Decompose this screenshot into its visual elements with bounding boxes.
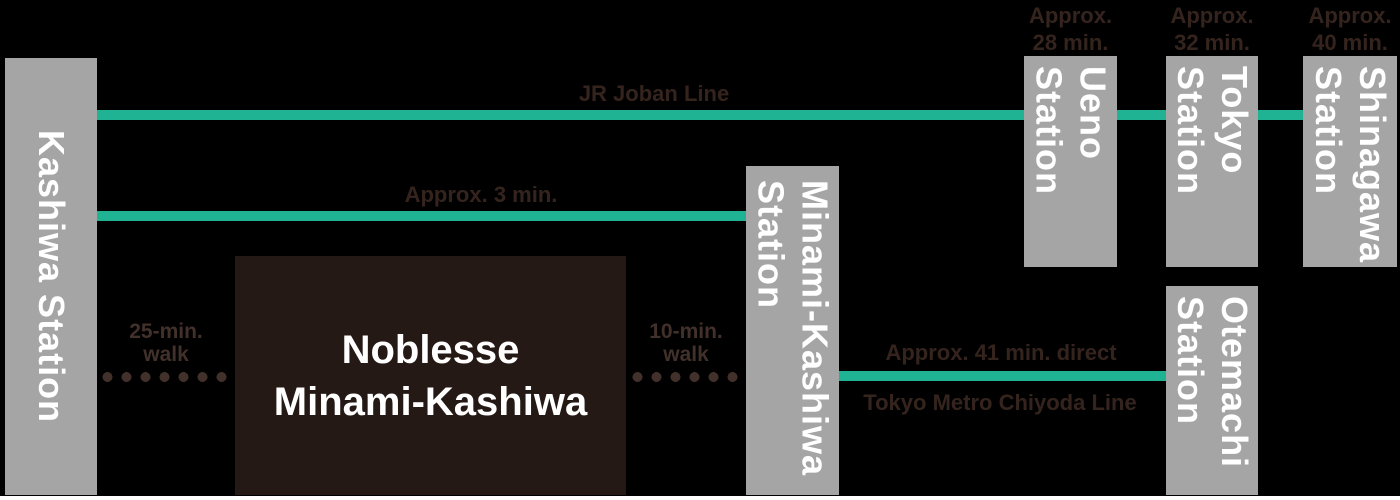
- travel-time-tokyo-line2: 32 min.: [1174, 30, 1250, 55]
- walk-time-25-min-line1: 25-min.: [129, 320, 203, 343]
- station-tokyo-suffix: Station: [1170, 66, 1211, 195]
- travel-time-shinagawa: Approx. 40 min.: [1297, 2, 1400, 56]
- station-shinagawa-label: Shinagawa Station: [1306, 66, 1394, 263]
- approx-41-min-direct-label: Approx. 41 min. direct: [885, 340, 1117, 365]
- station-kashiwa: Kashiwa Station: [5, 58, 97, 495]
- travel-time-ueno-line2: 28 min.: [1032, 30, 1109, 55]
- kashiwa-minami-kashiwa-track: [97, 211, 746, 221]
- station-tokyo-name: Tokyo: [1214, 66, 1255, 175]
- jr-joban-line-label: JR Joban Line: [578, 81, 730, 106]
- station-minami-kashiwa-suffix: Station: [750, 180, 792, 309]
- building-name-line2: Minami-Kashiwa: [273, 379, 588, 424]
- walk-path-minami-kashiwa-dotted-line: [628, 372, 746, 382]
- station-otemachi-suffix: Station: [1170, 296, 1211, 425]
- station-otemachi-name: Otemachi: [1214, 296, 1255, 469]
- station-ueno: Ueno Station: [1024, 56, 1117, 267]
- travel-time-tokyo-line1: Approx.: [1170, 3, 1254, 28]
- station-ueno-label: Ueno Station: [1027, 66, 1115, 195]
- station-ueno-name: Ueno: [1072, 66, 1114, 160]
- chiyoda-line-label: Tokyo Metro Chiyoda Line: [863, 390, 1137, 415]
- travel-time-shinagawa-line2: 40 min.: [1312, 30, 1388, 55]
- station-shinagawa-name: Shinagawa: [1352, 66, 1393, 264]
- station-kashiwa-name: Kashiwa Station: [31, 130, 72, 424]
- chiyoda-line-track: [839, 371, 1166, 381]
- building-box: Noblesse Minami-Kashiwa: [235, 256, 626, 495]
- station-otemachi-label: Otemachi Station: [1168, 296, 1256, 468]
- walk-time-10-min-line1: 10-min.: [649, 320, 723, 343]
- jr-joban-line-track: [97, 110, 1303, 120]
- walk-path-kashiwa-dotted-line: [98, 372, 235, 382]
- travel-time-shinagawa-line1: Approx.: [1308, 3, 1392, 28]
- station-otemachi: Otemachi Station: [1166, 286, 1258, 495]
- station-tokyo-label: Tokyo Station: [1168, 66, 1256, 195]
- station-tokyo: Tokyo Station: [1166, 56, 1258, 267]
- building-name-line1: Noblesse: [341, 327, 520, 372]
- approx-3-min-label: Approx. 3 min.: [404, 182, 558, 207]
- station-shinagawa-suffix: Station: [1308, 66, 1349, 195]
- station-minami-kashiwa-label: Minami-Kashiwa Station: [749, 180, 837, 476]
- station-ueno-suffix: Station: [1028, 66, 1070, 195]
- walk-time-25-min-line2: walk: [143, 343, 189, 366]
- travel-time-ueno-line1: Approx.: [1028, 3, 1113, 28]
- station-kashiwa-label: Kashiwa Station: [29, 130, 73, 423]
- walk-time-10-min-line2: walk: [663, 343, 709, 366]
- station-minami-kashiwa: Minami-Kashiwa Station: [746, 166, 839, 495]
- station-minami-kashiwa-name: Minami-Kashiwa: [794, 180, 836, 477]
- walk-time-25-min: 25-min. walk: [129, 320, 203, 366]
- walk-time-10-min: 10-min. walk: [649, 320, 723, 366]
- travel-time-tokyo: Approx. 32 min.: [1160, 2, 1264, 56]
- station-shinagawa: Shinagawa Station: [1303, 56, 1397, 267]
- travel-time-ueno: Approx. 28 min.: [1018, 2, 1123, 56]
